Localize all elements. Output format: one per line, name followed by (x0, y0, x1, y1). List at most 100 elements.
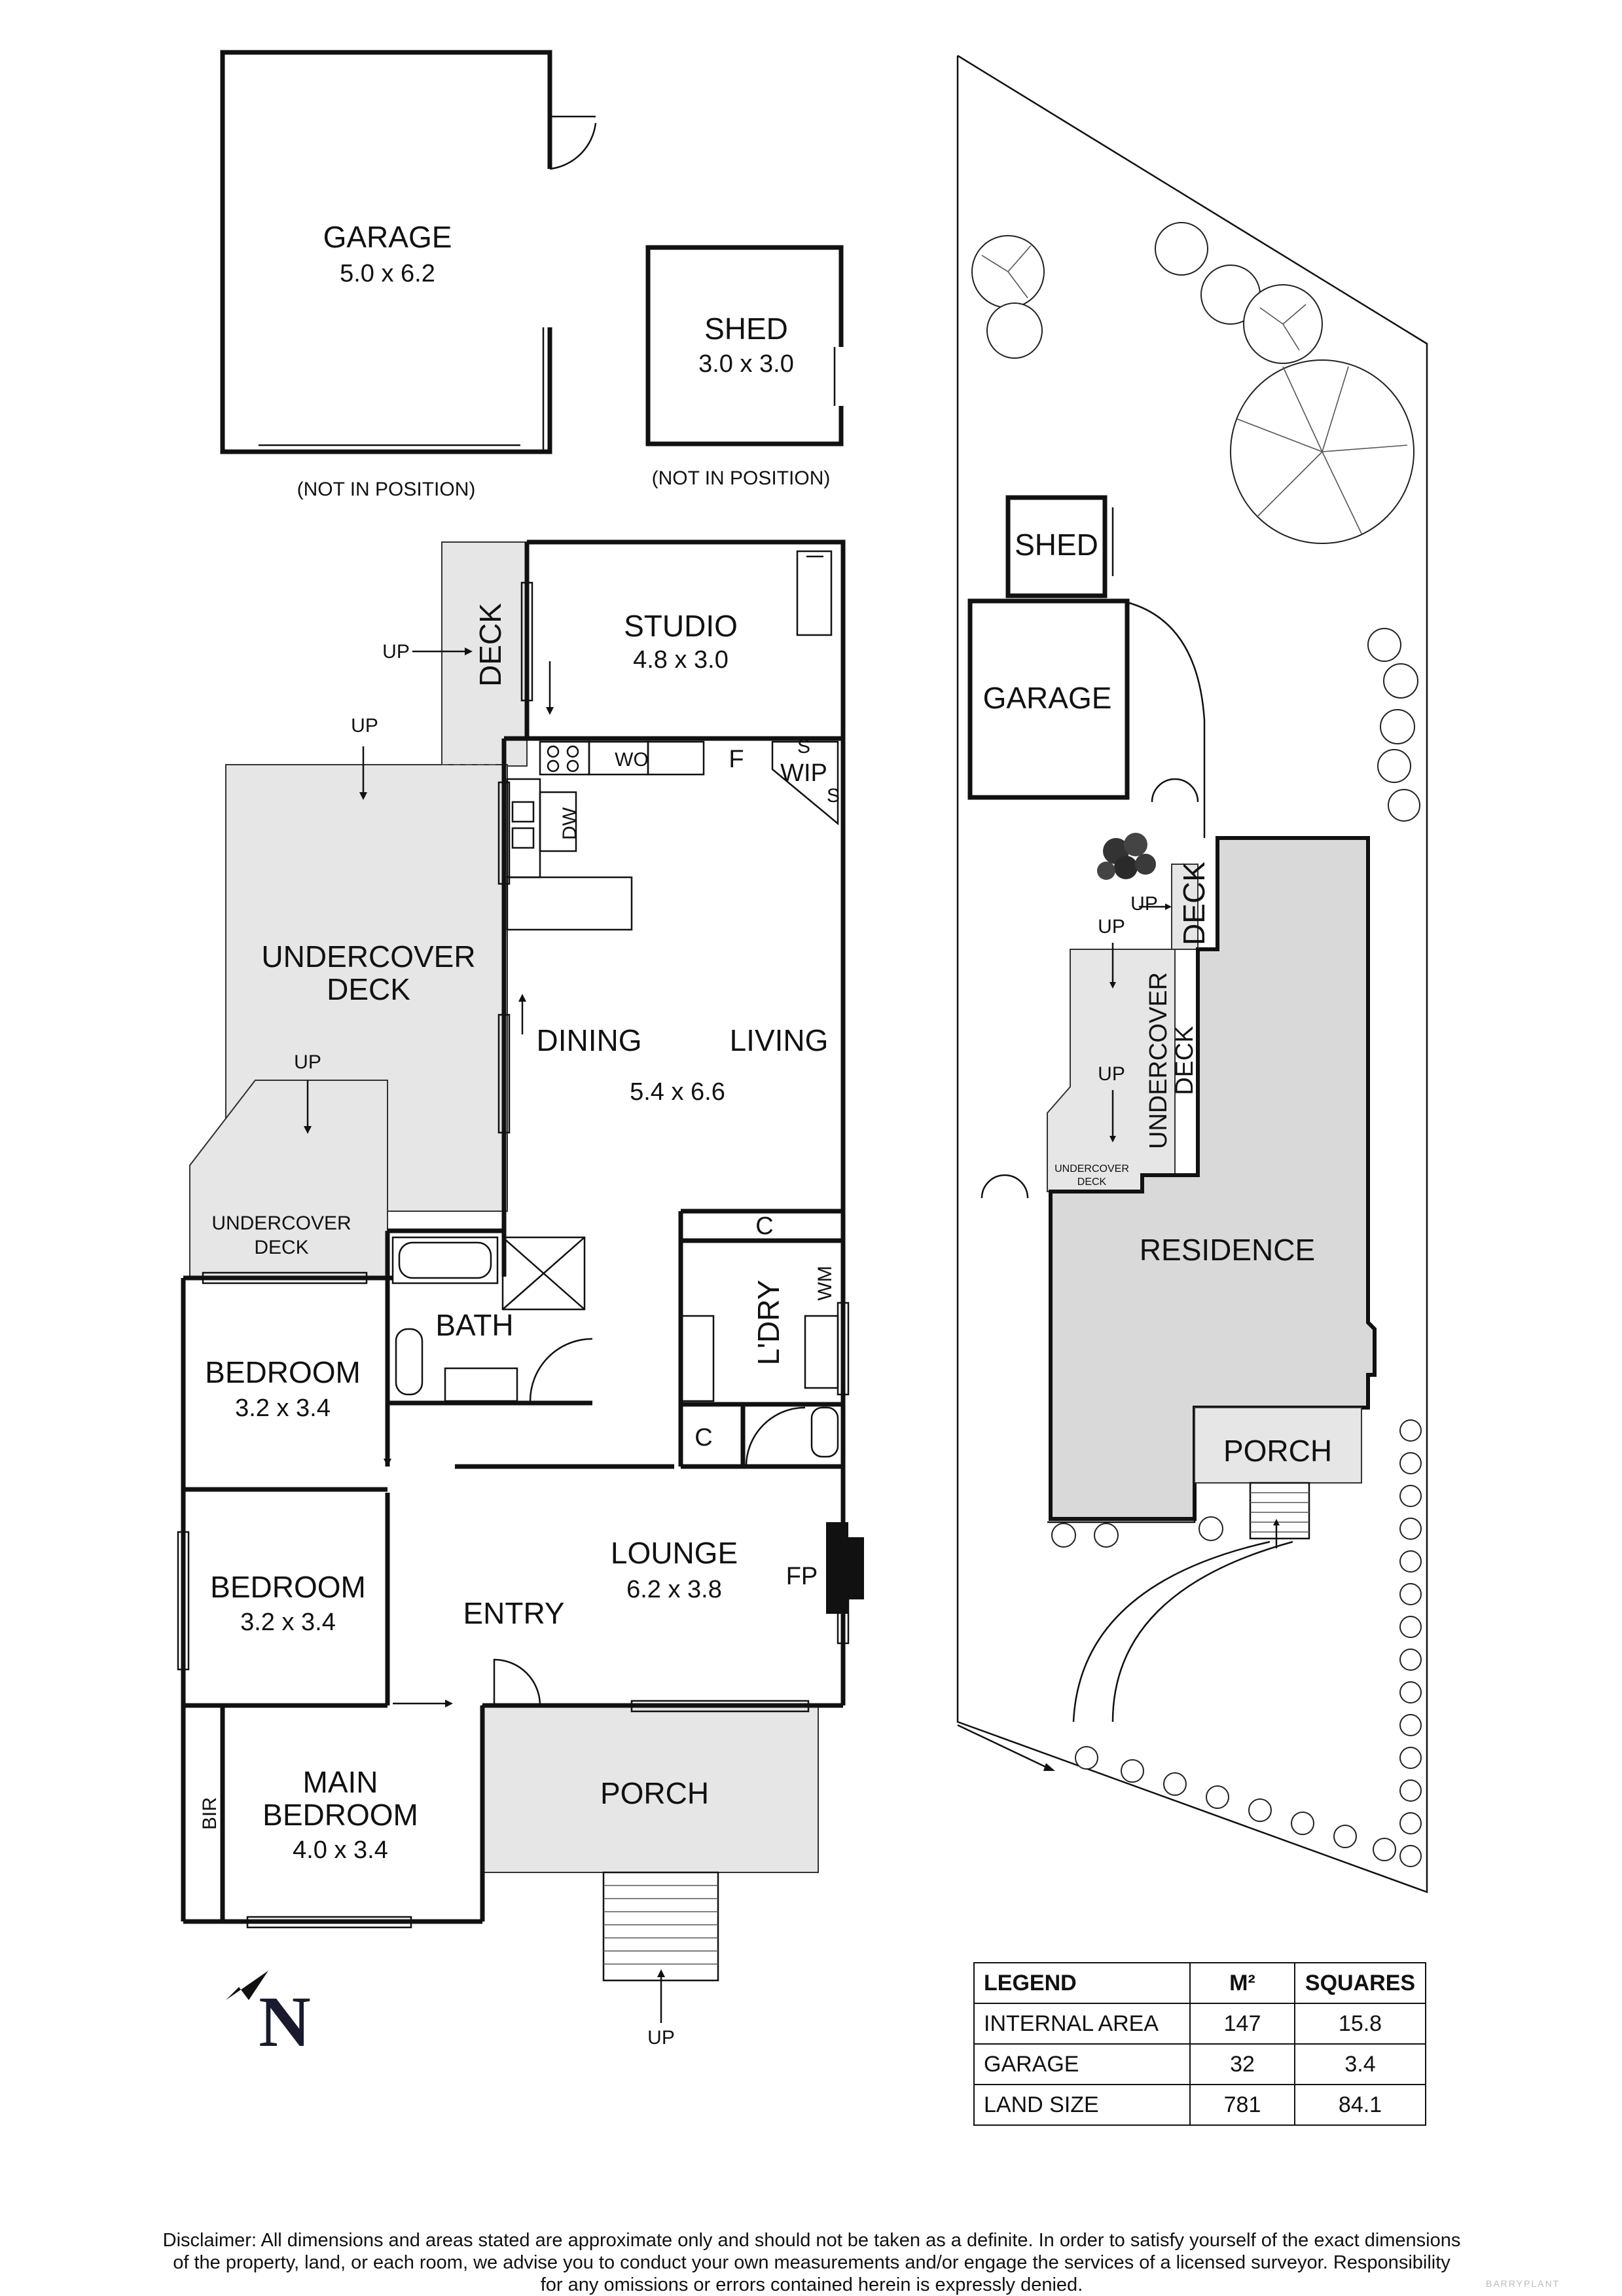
north-letter: N (259, 1982, 310, 2062)
house-walls (181, 738, 846, 1924)
legend-label: LAND SIZE (973, 2084, 1191, 2126)
garage-top-name: GARAGE (323, 220, 452, 254)
site-shed: SHED (1005, 495, 1114, 598)
deck-label: DECK (473, 603, 507, 687)
legend-header: M² (1189, 1962, 1295, 2004)
legend-row: INTERNAL AREA 147 15.8 (973, 2003, 1426, 2045)
garage-top-dims: 5.0 x 6.2 (340, 260, 435, 287)
site-up-label: UP (1130, 893, 1158, 915)
fixture-wip: WIP (780, 759, 827, 787)
disclaimer-line: Disclaimer: All dimensions and areas sta… (162, 2230, 1461, 2251)
disclaimer: Disclaimer: All dimensions and areas sta… (52, 2229, 1571, 2296)
legend-squares: 3.4 (1294, 2043, 1426, 2085)
site-undercover-line2: DECK (1171, 1026, 1198, 1095)
fixture-bir: BIR (199, 1797, 221, 1830)
fixture-c2: C (694, 1424, 712, 1451)
lounge-dims: 6.2 x 3.8 (626, 1576, 722, 1603)
site-porch-label: PORCH (1223, 1434, 1332, 1468)
north-arrow-icon: N (226, 1971, 311, 2062)
bedroom2-dims: 3.2 x 3.4 (240, 1609, 336, 1636)
garage-top-note: (NOT IN POSITION) (297, 479, 476, 500)
shed-top-dims: 3.0 x 3.0 (698, 350, 794, 378)
watermark: BARRYPLANT (1486, 2278, 1560, 2289)
undercover-deck-line1: UNDERCOVER (261, 939, 475, 974)
bedroom2-name: BEDROOM (210, 1570, 366, 1604)
bedroom1-name: BEDROOM (205, 1355, 361, 1389)
legend-table: LEGEND M² SQUARES INTERNAL AREA 147 15.8… (973, 1962, 1426, 2126)
legend-header: LEGEND (973, 1962, 1191, 2004)
site-undercover-line1: UNDERCOVER (1145, 972, 1172, 1149)
arrows (304, 647, 665, 2023)
dining-name: DINING (537, 1023, 642, 1057)
site-up-label: UP (1098, 916, 1125, 938)
disclaimer-line: for any omissions or errors contained he… (540, 2274, 1083, 2295)
disclaimer-line: of the property, land, or each room, we … (173, 2252, 1451, 2273)
shed-top-name: SHED (704, 312, 788, 346)
porch-name: PORCH (600, 1776, 709, 1810)
main-bedroom-line2: BEDROOM (262, 1798, 418, 1832)
fixture-s2: S (827, 785, 840, 807)
studio-name: STUDIO (624, 609, 738, 643)
site-up-label: UP (1098, 1063, 1125, 1085)
living-dims: 5.4 x 6.6 (630, 1078, 725, 1106)
fixture-fp: FP (786, 1563, 818, 1590)
site-undercover-small-line1: UNDERCOVER (1054, 1163, 1129, 1175)
shed-detached: SHED 3.0 x 3.0 (NOT IN POSITION) (645, 245, 844, 489)
living-name: LIVING (730, 1023, 829, 1057)
legend-header: SQUARES (1294, 1962, 1426, 2004)
kitchen: WO F S WIP S DW (506, 736, 840, 931)
studio: STUDIO 4.8 x 3.0 (504, 539, 846, 741)
bath: BATH (391, 1236, 593, 1402)
legend-row: LAND SIZE 781 84.1 (973, 2084, 1426, 2126)
lounge-name: LOUNGE (611, 1536, 738, 1570)
site-shed-label: SHED (1015, 528, 1098, 562)
site-undercover-small-line2: DECK (1077, 1176, 1107, 1188)
entry-name: ENTRY (463, 1596, 564, 1630)
entry-door (493, 1658, 541, 1706)
legend-squares: 15.8 (1294, 2003, 1426, 2045)
bath-name: BATH (435, 1308, 513, 1342)
dark-shrub (1097, 833, 1156, 880)
undercover-deck-line2: DECK (327, 972, 410, 1006)
garage-detached: GARAGE 5.0 x 6.2 (NOT IN POSITION) (220, 50, 597, 500)
up-label: UP (294, 1051, 321, 1073)
site-hedges (1051, 1419, 1422, 1867)
legend-m2: 32 (1189, 2043, 1295, 2085)
fixture-f: F (729, 746, 744, 773)
legend-header-row: LEGEND M² SQUARES (973, 1962, 1426, 2004)
up-label: UP (351, 715, 378, 737)
laundry-name: L'DRY (751, 1280, 785, 1366)
undercover-deck-small-line2: DECK (254, 1237, 308, 1258)
legend-row: GARAGE 32 3.4 (973, 2043, 1426, 2085)
legend-label: GARAGE (973, 2043, 1191, 2085)
legend-m2: 147 (1189, 2003, 1295, 2045)
legend-squares: 84.1 (1294, 2084, 1426, 2126)
site-trees (971, 222, 1420, 880)
studio-dims: 4.8 x 3.0 (633, 646, 729, 674)
up-label: UP (647, 2027, 675, 2049)
tree-veins (981, 245, 1408, 534)
site-residence: RESIDENCE PORCH DECK UNDERCOVER DECK UND… (981, 836, 1377, 1722)
shed-top-note: (NOT IN POSITION) (652, 467, 831, 489)
legend-m2: 781 (1189, 2084, 1295, 2126)
fixture-wm: WM (814, 1266, 836, 1300)
bedroom1-dims: 3.2 x 3.4 (235, 1394, 331, 1422)
undercover-deck-small-line1: UNDERCOVER (211, 1212, 351, 1234)
site-garage: GARAGE (967, 598, 1206, 838)
site-boundary (956, 54, 1428, 1893)
decks (189, 541, 819, 1873)
north-arrow: N (223, 1971, 334, 2072)
legend-label: INTERNAL AREA (973, 2003, 1191, 2045)
up-label: UP (382, 641, 410, 663)
site-arrows (957, 903, 1280, 1771)
site-garage-label: GARAGE (983, 681, 1112, 715)
main-bedroom-dims: 4.0 x 3.4 (293, 1836, 388, 1864)
site-deck-label: DECK (1177, 862, 1211, 945)
fixture-s1: S (797, 736, 810, 757)
main-bedroom-line1: MAIN (303, 1765, 378, 1799)
front-stairs (602, 1871, 719, 1982)
fixture-c1: C (755, 1212, 773, 1240)
site-residence-label: RESIDENCE (1140, 1233, 1315, 1267)
fixture-dw: DW (559, 807, 581, 840)
